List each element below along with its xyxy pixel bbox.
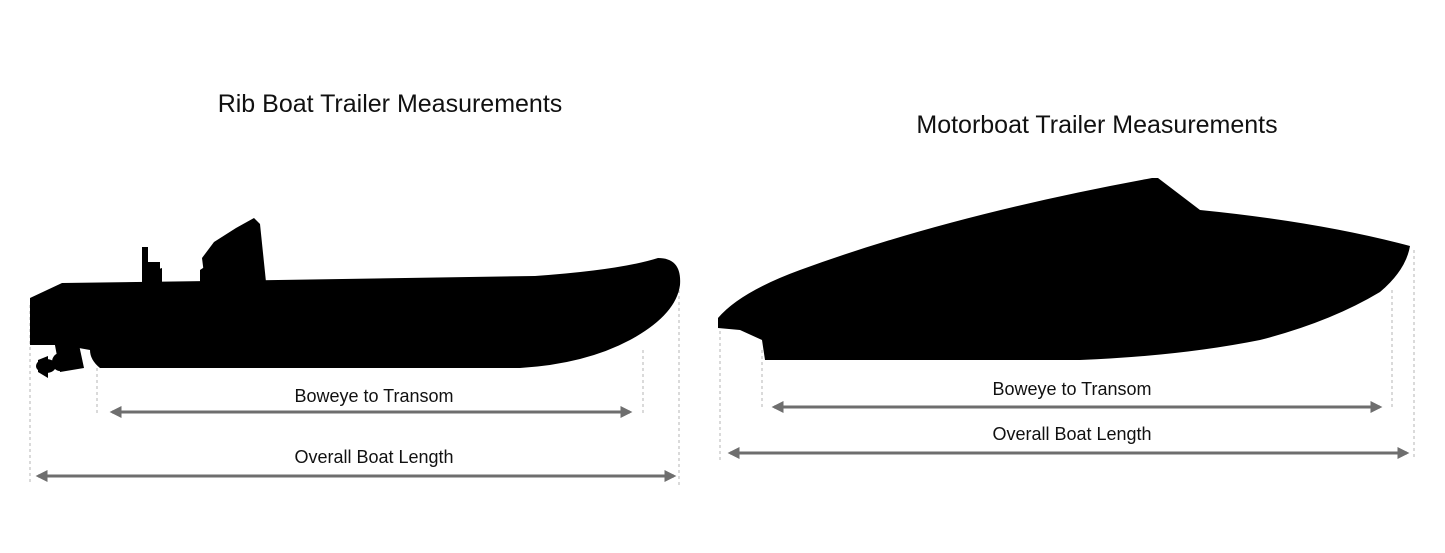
motorboat-overall-label: Overall Boat Length bbox=[992, 424, 1152, 444]
motorboat-title: Motorboat Trailer Measurements bbox=[916, 111, 1278, 139]
rib-title: Rib Boat Trailer Measurements bbox=[217, 90, 563, 118]
motorboat-group bbox=[718, 178, 1415, 460]
rib-boat-silhouette bbox=[30, 218, 681, 378]
rib-overall-label: Overall Boat Length bbox=[294, 447, 454, 467]
rib-boweye-label: Boweye to Transom bbox=[294, 386, 454, 406]
motorboat-boweye-label: Boweye to Transom bbox=[992, 379, 1152, 399]
rib-boat-group bbox=[29, 218, 681, 485]
motorboat-silhouette bbox=[718, 178, 1410, 360]
